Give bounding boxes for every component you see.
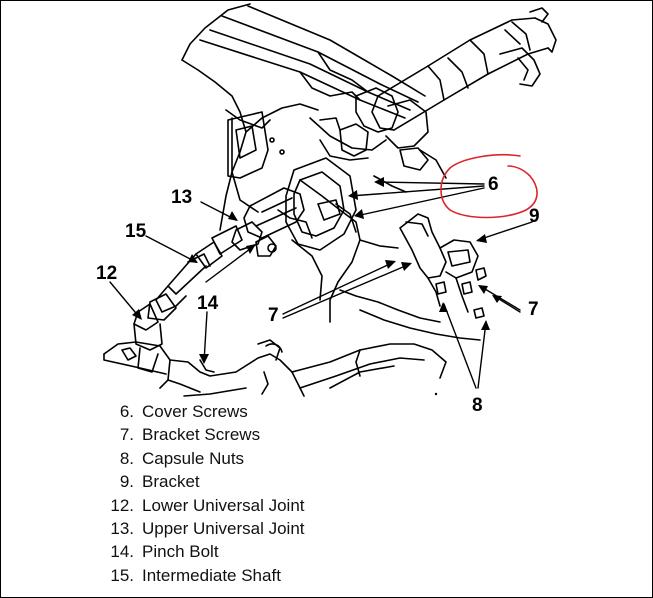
callout-9: 9 (529, 206, 540, 227)
callout-8: 8 (472, 395, 483, 416)
legend-item-bracket: 9.Bracket (119, 472, 200, 492)
callout-7-right: 7 (528, 299, 539, 320)
lower-frame (103, 339, 447, 397)
stray-dot (434, 392, 438, 396)
parts-legend: 6.Cover Screws 7.Bracket Screws 8.Capsul… (108, 400, 305, 587)
legend-item-bracket-screws: 7.Bracket Screws (119, 425, 261, 445)
leader-lines (109, 181, 533, 389)
callout-13: 13 (171, 187, 193, 208)
dash-panel (181, 3, 481, 341)
callout-12: 12 (96, 263, 118, 284)
legend-item-capsule-nuts: 8.Capsule Nuts (119, 448, 245, 468)
bracket (399, 213, 487, 319)
legend-item-intermediate-shaft: 15.Intermediate Shaft (110, 565, 281, 585)
legend-item-lower-universal-joint: 12.Lower Universal Joint (110, 495, 305, 515)
mounting-plate (227, 111, 357, 251)
legend-item-upper-universal-joint: 13.Upper Universal Joint (110, 518, 305, 538)
callout-7-left: 7 (268, 305, 279, 326)
callout-6: 6 (488, 174, 499, 195)
callout-15: 15 (125, 221, 147, 242)
legend-item-cover-screws: 6.Cover Screws (119, 402, 248, 421)
steering-column-tube (319, 7, 557, 171)
red-annotation-circle (440, 153, 538, 219)
legend-item-pinch-bolt: 14.Pinch Bolt (110, 542, 219, 562)
intermediate-shaft-assembly (133, 187, 305, 373)
arrowheads (132, 177, 502, 364)
callout-14: 14 (197, 293, 219, 314)
